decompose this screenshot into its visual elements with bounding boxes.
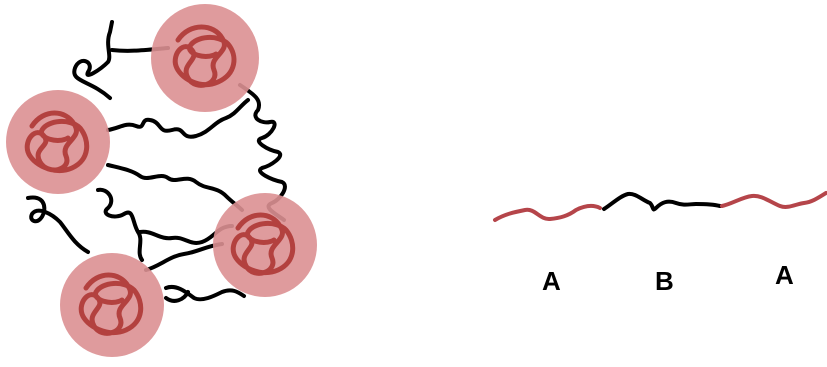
label-block-a-left: A bbox=[542, 266, 561, 296]
block-labels: A B A bbox=[542, 260, 794, 296]
micelle-bottom bbox=[60, 253, 164, 357]
micelle-right bbox=[213, 193, 317, 297]
micelle-left bbox=[6, 90, 110, 194]
mid-block-b bbox=[604, 194, 720, 210]
end-block-a-left bbox=[495, 206, 600, 220]
triblock-chain bbox=[495, 193, 826, 220]
label-block-a-right: A bbox=[775, 260, 794, 290]
network-illustration bbox=[6, 4, 317, 357]
end-block-a-right bbox=[722, 193, 826, 207]
micelle-top bbox=[151, 4, 259, 112]
label-block-b: B bbox=[655, 266, 674, 296]
